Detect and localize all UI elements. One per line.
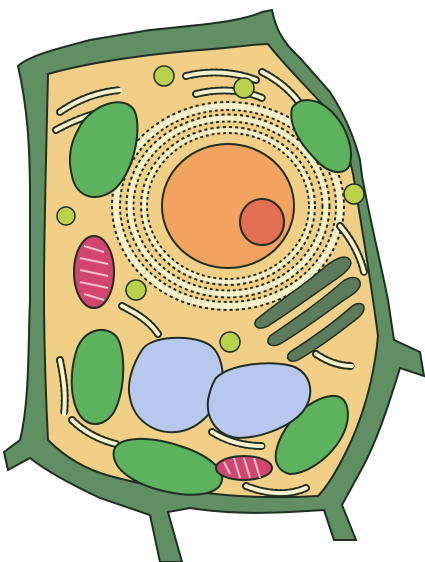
mitochondrion (216, 456, 272, 480)
vesicle (220, 332, 240, 352)
chloroplast (72, 330, 124, 424)
nucleolus (240, 199, 284, 245)
vesicle (154, 66, 174, 86)
vesicle (126, 280, 146, 300)
vesicle (57, 207, 75, 225)
vesicle (234, 78, 254, 98)
mitochondrion (74, 236, 114, 308)
vesicle (344, 184, 364, 204)
